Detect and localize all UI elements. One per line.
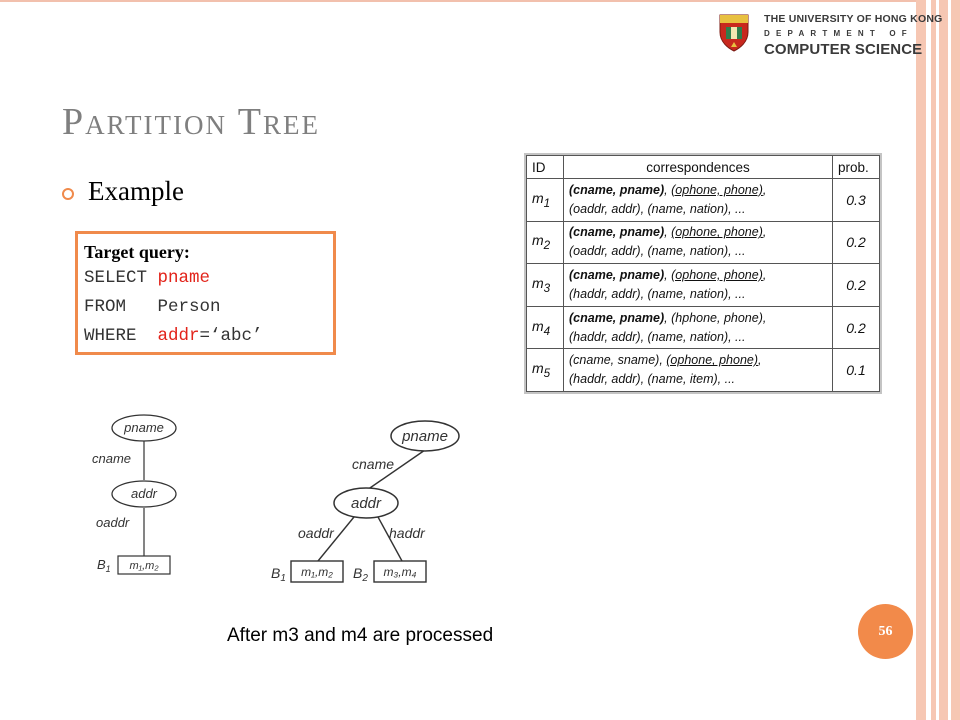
correspondence-table: ID correspondences prob. m1 (cname, pnam… [526,155,880,392]
tree2-addr-label: addr [351,495,382,512]
select-keyword: SELECT [84,268,148,288]
header-prob: prob. [832,155,880,179]
header-correspondences: correspondences [563,155,833,179]
from-value: Person [157,297,221,317]
tree2-addr-node [333,487,399,519]
tree-caption: After m3 and m4 are processed [227,625,494,646]
university-logo-text: THE UNIVERSITY OF HONG KONG DEPARTMENT O… [764,13,942,58]
row-correspondences: (cname, pname), (ophone, phone),(oaddr, … [563,178,833,222]
tree2-root-label: pname [401,428,448,445]
query-from-line: FROM Person [84,293,333,322]
tree2-bucket1-box [290,560,344,583]
query-label: Target query: [84,242,190,262]
row-correspondences: (cname, pname), (hphone, phone),(haddr, … [563,305,833,350]
row-correspondences: (cname, pname), (ophone, phone),(haddr, … [563,263,833,307]
tree1-edge-oaddr: oaddr [96,515,130,530]
partition-tree-1: pname cname addr oaddr B1 m₁,m₂ [92,414,177,575]
query-where-line: WHERE addr=‘abc’ [84,322,333,351]
partition-tree-2: pname cname addr oaddr haddr B1 m₁,m₂ B2… [271,420,460,584]
row-id: m4 [526,305,564,350]
tree1-addr-node [111,480,177,508]
select-value: pname [157,268,211,288]
tree2-bucket2-name: B2 [353,565,368,584]
tree2-bucket1-name: B1 [271,565,286,584]
row-correspondences: (cname, sname), (ophone, phone),(haddr, … [563,348,833,392]
header-id: ID [526,155,564,179]
row-prob: 0.3 [832,178,880,222]
row-prob: 0.2 [832,220,880,265]
table-row: m1 (cname, pname), (ophone, phone),(oadd… [526,178,880,222]
from-keyword: FROM [84,297,127,317]
row-id: m3 [526,263,564,307]
university-name: THE UNIVERSITY OF HONG KONG [764,13,943,25]
query-select-line: SELECT pname [84,264,333,293]
tree2-edge-cname: cname [352,456,394,472]
decorative-stripes [916,0,960,720]
tree2-root-node [390,420,460,452]
tree1-addr-label: addr [131,486,158,501]
tree1-root-node [111,414,177,442]
where-condition: =‘abc’ [199,326,263,346]
bullet-circle-icon [62,188,74,200]
university-crest-icon [719,14,749,52]
bullet-example: Example [88,176,184,206]
where-attribute: addr [157,326,200,346]
tree2-edge-haddr: haddr [389,525,426,541]
tree1-bucket-label: m₁,m₂ [129,560,159,572]
table-row: m2 (cname, pname), (ophone, phone),(oadd… [526,220,880,265]
tree1-root-label: pname [123,420,164,435]
tree1-bucket-box [117,555,171,575]
department-name: COMPUTER SCIENCE [764,41,923,58]
tree1-bucket-name: B1 [97,557,111,574]
tree2-edge-oaddr: oaddr [298,525,335,541]
tree2-bucket1-label: m₁,m₂ [301,565,333,579]
row-correspondences: (cname, pname), (ophone, phone),(oaddr, … [563,220,833,265]
where-keyword: WHERE [84,326,137,346]
table-row: m3 (cname, pname), (ophone, phone),(hadd… [526,263,880,307]
table-row: m5 (cname, sname), (ophone, phone),(hadd… [526,348,880,392]
row-id: m2 [526,220,564,265]
table-row: m4 (cname, pname), (hphone, phone),(hadd… [526,305,880,350]
tree1-edge-cname: cname [92,451,131,466]
tree2-bucket2-box [373,560,427,583]
row-id: m1 [526,178,564,222]
correspondence-table-frame: ID correspondences prob. m1 (cname, pnam… [524,153,882,394]
row-prob: 0.1 [832,348,880,392]
page-number-badge: 56 [858,604,913,659]
department-line: DEPARTMENT OF [764,29,913,38]
target-query-box: Target query: SELECT pname FROM Person W… [75,231,336,355]
row-id: m5 [526,348,564,392]
table-header-row: ID correspondences prob. [526,155,880,179]
slide-title: Partition Tree [62,101,321,143]
top-border-line [0,0,922,2]
tree2-bucket2-label: m₃,m₄ [384,565,417,579]
